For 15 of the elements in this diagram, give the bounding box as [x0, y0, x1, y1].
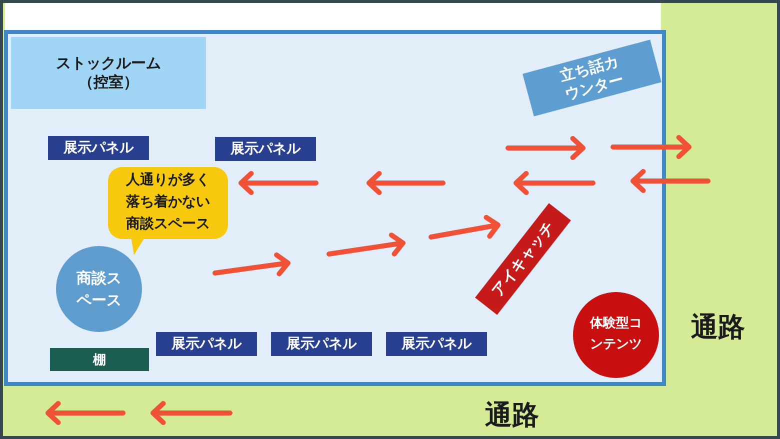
stock-room: ストックルーム（控室） [11, 37, 206, 109]
display-panel: 展示パネル [48, 136, 149, 160]
meeting-space-circle: 商談スペース [56, 246, 142, 332]
aisle-label: 通路 [485, 399, 539, 433]
display-panel: 展示パネル [156, 332, 257, 356]
shelf: 棚 [50, 348, 149, 371]
experience-content-circle: 体験型コンテンツ [573, 292, 659, 378]
speech-bubble: 人通りが多く落ち着かない商談スペース [108, 167, 228, 239]
display-panel: 展示パネル [215, 137, 316, 161]
booth-area [4, 30, 666, 386]
aisle-label: 通路 [691, 311, 745, 345]
display-panel: 展示パネル [386, 332, 487, 356]
display-panel: 展示パネル [271, 332, 372, 356]
eye-catch-banner: アイキャッチ [475, 203, 571, 315]
standing-counter: 立ち話カウンター [522, 40, 662, 116]
